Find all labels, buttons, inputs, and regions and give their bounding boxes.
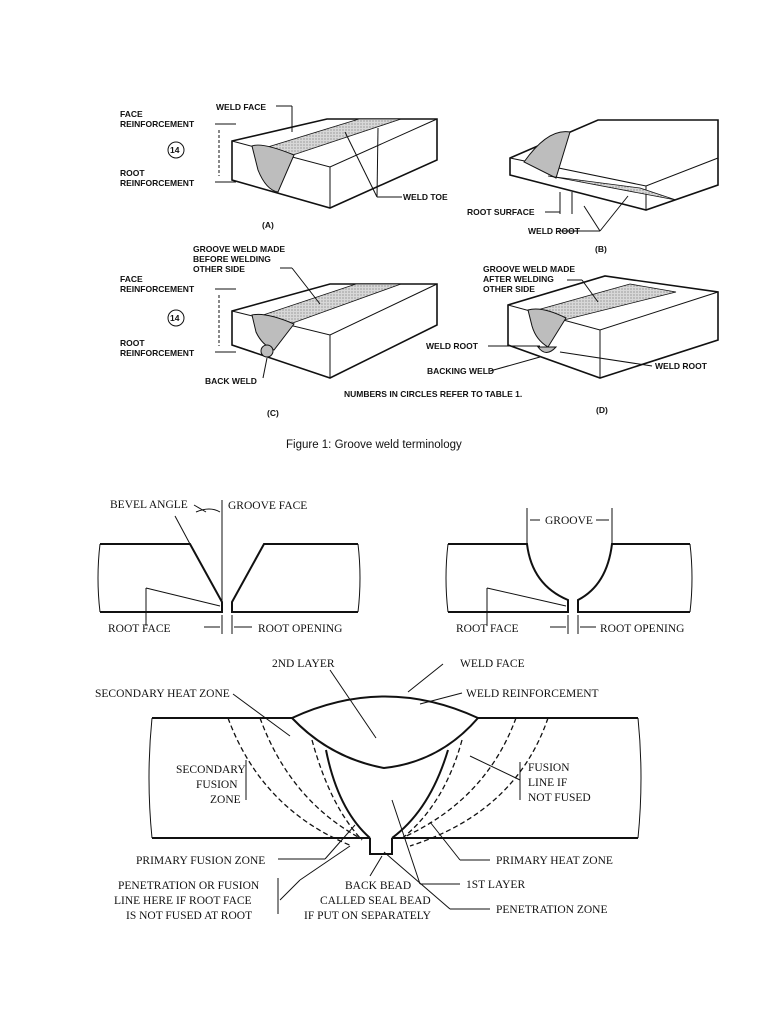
- groove-face-label: GROOVE FACE: [228, 500, 307, 512]
- primary-fusion-zone-label: PRIMARY FUSION ZONE: [136, 855, 265, 867]
- d-weld-root-right-label: WELD ROOT: [655, 361, 708, 371]
- root-opening-left-label: ROOT OPENING: [258, 623, 342, 635]
- c-root-reinforcement-1: ROOT: [120, 338, 145, 348]
- b-root-surface-label: ROOT SURFACE: [467, 207, 535, 217]
- weld-reinforcement-label: WELD REINFORCEMENT: [466, 688, 599, 700]
- a-root-reinforcement-1: ROOT: [120, 168, 145, 178]
- fusion-line-2: LINE IF: [528, 777, 567, 789]
- figure-caption: Figure 1: Groove weld terminology: [286, 439, 462, 451]
- weld-face-label: WELD FACE: [460, 658, 525, 670]
- bevel-angle-label: BEVEL ANGLE: [110, 499, 188, 511]
- c-circle-number: 14: [170, 313, 180, 323]
- penetration-note-2: LINE HERE IF ROOT FACE: [114, 895, 252, 907]
- root-opening-right-label: ROOT OPENING: [600, 623, 684, 635]
- c-root-reinforcement-2: REINFORCEMENT: [120, 348, 195, 358]
- secondary-fusion-zone-1: SECONDARY: [176, 764, 246, 776]
- penetration-note-1: PENETRATION OR FUSION: [118, 880, 260, 892]
- b-id: (B): [595, 244, 607, 254]
- c-back-weld-label: BACK WELD: [205, 376, 257, 386]
- b-weld-root-label: WELD ROOT: [528, 226, 581, 236]
- a-face-reinforcement-1: FACE: [120, 109, 143, 119]
- root-face-left-label: ROOT FACE: [108, 623, 171, 635]
- penetration-zone-label: PENETRATION ZONE: [496, 904, 607, 916]
- d-groove-note-1: GROOVE WELD MADE: [483, 264, 575, 274]
- a-weld-toe-label: WELD TOE: [403, 192, 448, 202]
- table-note: NUMBERS IN CIRCLES REFER TO TABLE 1.: [344, 389, 522, 399]
- back-bead-1: BACK BEAD: [345, 880, 411, 892]
- secondary-fusion-zone-3: ZONE: [210, 794, 241, 806]
- diagram-a: FACE REINFORCEMENT 14 ROOT REINFORCEMENT…: [120, 102, 448, 230]
- d-groove-note-2: AFTER WELDING: [483, 274, 554, 284]
- c-groove-note-2: BEFORE WELDING: [193, 254, 271, 264]
- penetration-note-3: IS NOT FUSED AT ROOT: [126, 910, 252, 922]
- diagram-d: GROOVE WELD MADE AFTER WELDING OTHER SID…: [426, 264, 719, 415]
- groove-label: GROOVE: [545, 515, 593, 527]
- a-circle-number: 14: [170, 145, 180, 155]
- u-groove-joint: GROOVE ROOT FACE ROOT OPENING: [445, 508, 693, 635]
- root-face-right-label: ROOT FACE: [456, 623, 519, 635]
- c-id: (C): [267, 408, 279, 418]
- primary-heat-zone-label: PRIMARY HEAT ZONE: [496, 855, 613, 867]
- second-layer-label: 2ND LAYER: [272, 658, 335, 670]
- d-groove-note-3: OTHER SIDE: [483, 284, 535, 294]
- first-layer-label: 1ST LAYER: [466, 879, 525, 891]
- bevel-joint: BEVEL ANGLE GROOVE FACE ROOT FACE ROOT O…: [97, 499, 361, 635]
- a-root-reinforcement-2: REINFORCEMENT: [120, 178, 195, 188]
- d-backing-weld-label: BACKING WELD: [427, 366, 494, 376]
- d-weld-root-left-label: WELD ROOT: [426, 341, 479, 351]
- d-id: (D): [596, 405, 608, 415]
- diagram-b: ROOT SURFACE WELD ROOT (B): [467, 119, 719, 254]
- fusion-line-1: FUSION: [528, 762, 570, 774]
- a-id: (A): [262, 220, 274, 230]
- secondary-heat-zone-label: SECONDARY HEAT ZONE: [95, 688, 230, 700]
- fusion-line-3: NOT FUSED: [528, 792, 591, 804]
- diagram-c: GROOVE WELD MADE BEFORE WELDING OTHER SI…: [120, 244, 438, 418]
- secondary-fusion-zone-2: FUSION: [196, 779, 238, 791]
- a-face-reinforcement-2: REINFORCEMENT: [120, 119, 195, 129]
- back-bead-2: CALLED SEAL BEAD: [320, 895, 431, 907]
- c-groove-note-1: GROOVE WELD MADE: [193, 244, 285, 254]
- a-weld-face-label: WELD FACE: [216, 102, 266, 112]
- c-face-reinforcement-2: REINFORCEMENT: [120, 284, 195, 294]
- weld-cross-section: 2ND LAYER WELD FACE SECONDARY HEAT ZONE …: [95, 658, 642, 922]
- c-groove-note-3: OTHER SIDE: [193, 264, 245, 274]
- c-face-reinforcement-1: FACE: [120, 274, 143, 284]
- back-bead-3: IF PUT ON SEPARATELY: [304, 910, 432, 922]
